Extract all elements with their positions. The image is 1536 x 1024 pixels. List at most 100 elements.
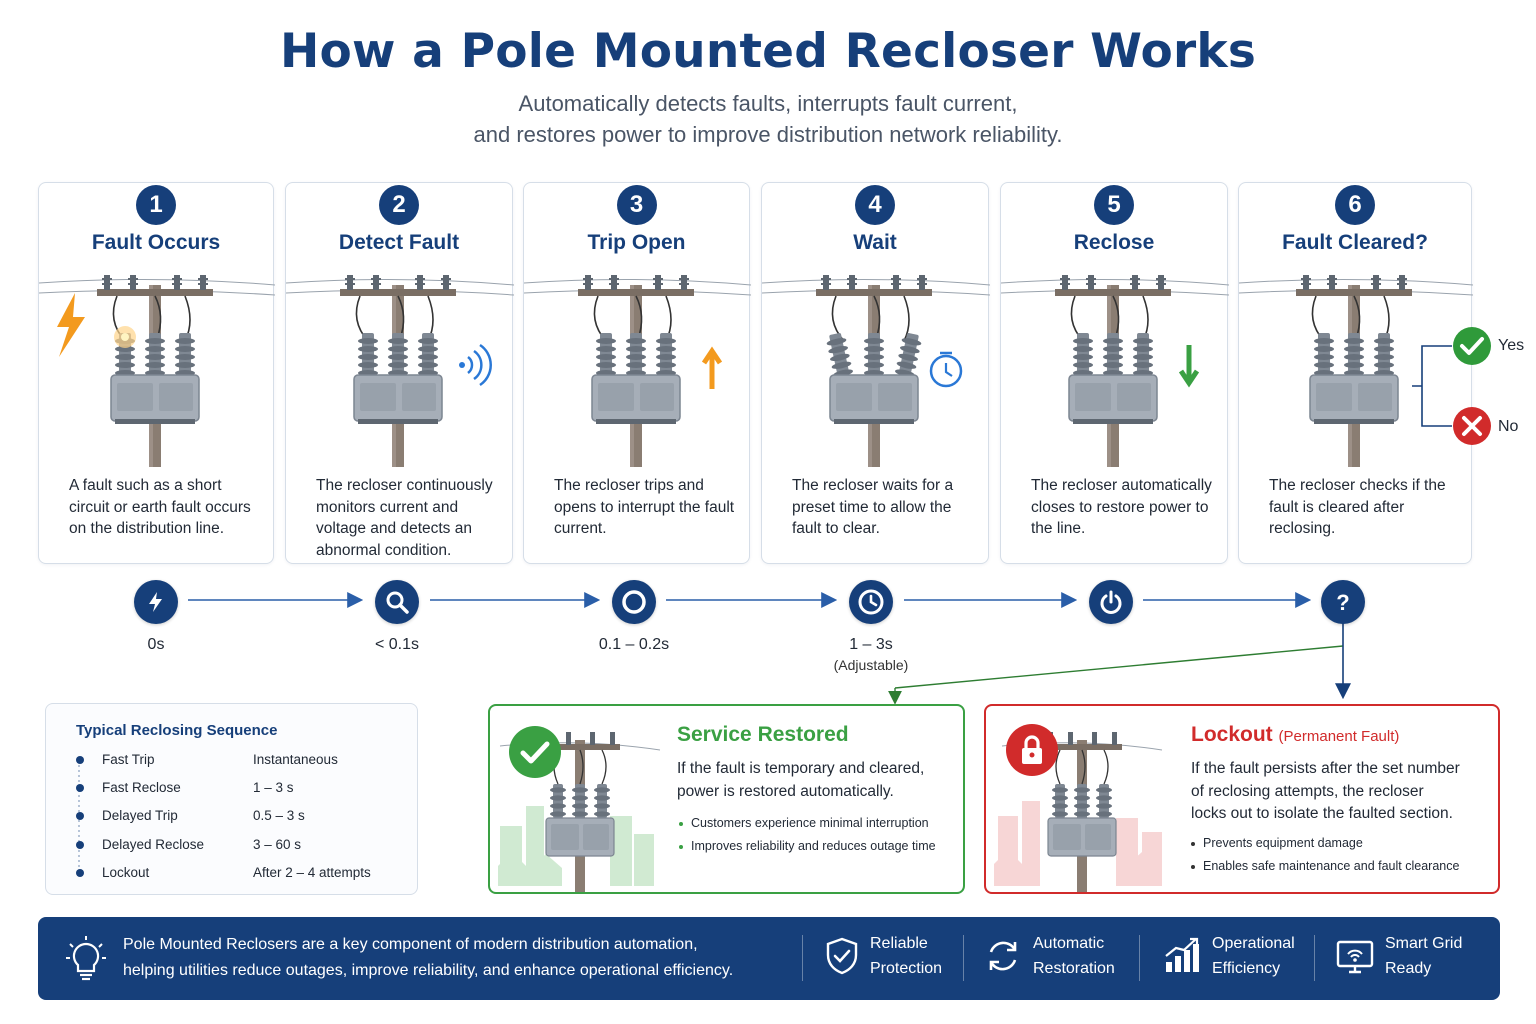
timeline-search-icon [375,580,419,624]
footer-divider [1314,935,1315,981]
lockout-title-main: Lockout [1191,723,1273,746]
step-number: 4 [855,185,895,225]
sequence-dot [76,784,84,792]
sequence-dot [76,841,84,849]
step-card-fault-occurs: 1 Fault Occurs A fault such as a short c… [38,182,276,564]
svg-text:?: ? [1336,590,1349,615]
decision-yes-label: Yes [1498,337,1525,354]
lockout-scene [994,732,1163,892]
step-number: 1 [136,185,176,225]
timeline-power-icon [1089,580,1133,624]
subtitle-line-2: and restores power to improve distributi… [473,122,1063,147]
feature-line: Reliable [870,935,928,952]
timeline-label-3-main: 1 – 3s [849,636,893,653]
pole-illustration [761,271,991,467]
sequence-row-name: Delayed Trip [102,808,178,823]
lockout-desc-line: locks out to isolate the faulted section… [1191,805,1453,822]
step-card-reclose: 5 Reclose The recloser automatically clo… [1000,182,1230,564]
step-card-trip-open: 3 Trip Open The recloser trips and opens… [523,182,752,564]
timeline-circle-icon [612,580,656,624]
step-title: Fault Cleared? [1282,231,1428,254]
sequence-row-name: Lockout [102,865,150,880]
feature-line: Ready [1385,960,1432,977]
step-card-wait: 4 Wait The recloser waits for a preset t… [761,182,991,564]
timeline-label-1: < 0.1s [374,636,420,653]
sequence-row: Delayed Reclose 3 – 60 s [76,837,402,852]
restored-desc-line: power is restored automatically. [677,782,894,800]
step-description: The recloser checks if the fault is clea… [1269,477,1446,537]
shield-icon [826,937,858,975]
page-title: How a Pole Mounted Recloser Works [279,24,1257,79]
step-title: Trip Open [587,231,686,254]
step-title: Detect Fault [338,231,460,254]
step-number: 6 [1335,185,1375,225]
pole-illustration [523,271,752,467]
sequence-row: Lockout After 2 – 4 attempts [76,865,402,880]
step-description: The recloser automatically closes to res… [1031,477,1212,537]
footer-text-line: helping utilities reduce outages, improv… [123,962,734,979]
sequence-row-value: 3 – 60 s [253,837,302,852]
sequence-row: Fast Reclose 1 – 3 s [76,780,402,795]
pole-illustration-mini [1001,732,1163,892]
feature-line: Restoration [1033,960,1115,977]
subtitle-line-1: Automatically detects faults, interrupts… [518,91,1018,116]
reclosing-sequence-panel: Typical Reclosing Sequence Fast Trip Ins… [45,703,418,895]
footer-text: Pole Mounted Reclosers are a key compone… [123,932,803,984]
sequence-row-value: 1 – 3 s [253,780,294,795]
footer-text-line: Pole Mounted Reclosers are a key compone… [123,936,698,953]
lockout-desc-line: If the fault persists after the set numb… [1191,760,1460,777]
pole-illustration [38,271,276,467]
restored-scene [498,732,661,892]
sequence-row-value: After 2 – 4 attempts [253,865,371,880]
sequence-dot [76,756,84,764]
timeline-question-icon: ? [1321,580,1365,624]
lockout-title: Lockout (Permanent Fault) [1191,723,1399,747]
timeline-label-3-sub: (Adjustable) [833,657,909,673]
restored-bullet: Improves reliability and reduces outage … [679,839,936,853]
pole-illustration [285,271,515,467]
step-number: 5 [1094,185,1134,225]
footer-banner: Pole Mounted Reclosers are a key compone… [38,917,1500,1000]
feature-line: Operational [1212,935,1295,952]
pole-illustration [1238,271,1474,467]
timeline-connectors [188,592,1351,705]
timeline-lightning-icon [134,580,178,624]
lockout-panel: Lockout (Permanent Fault) If the fault p… [984,704,1500,894]
pole-illustration [1000,271,1230,467]
sequence-row-value: 0.5 – 3 s [253,808,305,823]
timeline-label-3: 1 – 3s (Adjustable) [791,634,951,676]
step-description: A fault such as a short circuit or earth… [69,477,251,537]
step-title: Wait [853,231,897,254]
no-cross-icon [1453,407,1491,445]
footer-divider [1139,935,1140,981]
step-card-fault-cleared: 6 Fault Cleared? The recloser checks if … [1238,182,1474,564]
service-restored-panel: Service Restored If the fault is tempora… [488,704,965,894]
decision-branch [1412,327,1491,445]
sequence-row-name: Fast Reclose [102,780,181,795]
sequence-row-value: Instantaneous [253,752,338,767]
restored-description: If the fault is temporary and cleared, p… [677,758,924,803]
feature-line: Smart Grid [1385,935,1463,952]
pole-illustration-mini [499,732,661,892]
lockout-description: If the fault persists after the set numb… [1191,758,1460,826]
sequence-dot [76,869,84,877]
feature-line: Efficiency [1212,960,1281,977]
sequence-row: Fast Trip Instantaneous [76,752,402,767]
sequence-title: Typical Reclosing Sequence [76,722,278,739]
step-number: 2 [379,185,419,225]
sequence-row: Delayed Trip 0.5 – 3 s [76,808,402,823]
page-subtitle: Automatically detects faults, interrupts… [0,88,1536,150]
footer-divider [802,935,803,981]
step-number: 3 [616,185,657,225]
yes-check-icon [1453,327,1491,365]
lockout-bullet: Prevents equipment damage [1191,836,1459,850]
step-title: Reclose [1073,231,1155,254]
step-card-detect-fault: 2 Detect Fault The recloser continuously… [285,182,515,564]
feature-line: Automatic [1033,935,1105,952]
monitor-icon [1336,940,1374,974]
lockout-bullet: Enables safe maintenance and fault clear… [1191,859,1459,873]
step-description: The recloser waits for a preset time to … [792,477,954,537]
decision-no-label: No [1498,418,1519,435]
